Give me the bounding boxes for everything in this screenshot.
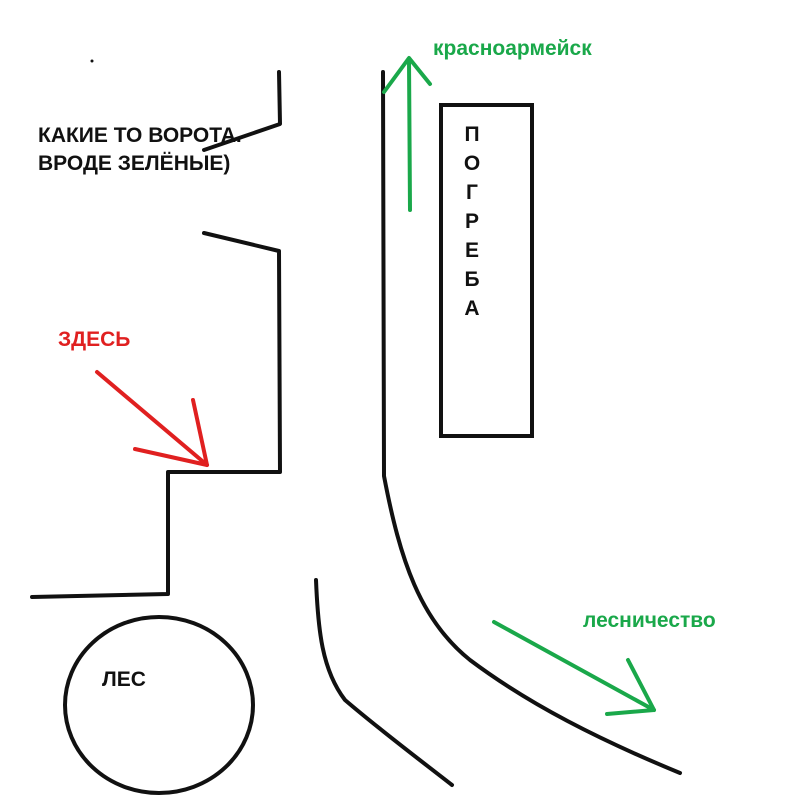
road-lower-branch: [314, 578, 454, 787]
gate-wall-lower: [30, 231, 282, 599]
arrow-lesnichestvo: [492, 620, 656, 716]
arrow-here: [95, 370, 209, 467]
gates-label: КАКИЕ ТО ВОРОТА. ВРОДЕ ЗЕЛЁНЫЕ): [38, 124, 242, 175]
lesnichestvo-label: лесничество: [583, 609, 716, 632]
gate-wall-upper: [202, 70, 282, 152]
here-label: ЗДЕСЬ: [58, 328, 131, 351]
road-right-edge: [381, 70, 682, 775]
forest-circle: [63, 615, 255, 795]
cellars-building: [439, 103, 534, 438]
krasnoarmeysk-label: красноармейск: [433, 37, 592, 60]
arrow-krasnoarmeysk: [382, 56, 432, 212]
cellars-label: П О Г Р Е Б А: [463, 123, 481, 320]
stray-dot: [90, 59, 94, 63]
forest-label: ЛЕС: [102, 668, 146, 691]
